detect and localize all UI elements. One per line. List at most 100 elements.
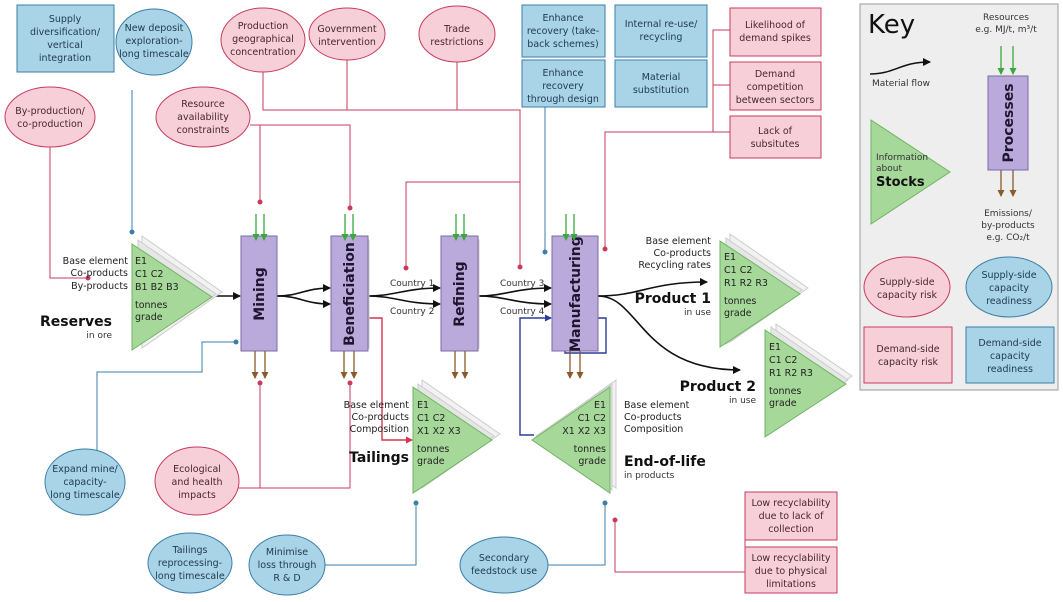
product2-row-2: R1 R2 R3 (769, 368, 813, 379)
text-line: Demand (755, 69, 795, 80)
key-demand-readiness-0: Demand-side (978, 338, 1041, 349)
text-line: competition (747, 82, 804, 93)
reserves-row-1: C1 C2 (135, 269, 163, 280)
text-line: By-production/ (15, 106, 85, 117)
product2-row-1: C1 C2 (769, 355, 797, 366)
product1-subtitle: in use (684, 308, 711, 318)
reserves-tail-1: grade (135, 312, 163, 323)
product2-row-0: E1 (769, 342, 781, 353)
text-line: constraints (177, 125, 230, 136)
tailings-label-2: Composition (350, 424, 409, 435)
text-line: Enhance (543, 13, 584, 24)
text-line: exploration- (125, 36, 182, 47)
tailings-tail-1: grade (417, 456, 445, 467)
text-line: recovery (take- (527, 26, 599, 37)
eol-tail-0: tonnes (574, 444, 606, 455)
text-line: Lack of (758, 126, 793, 137)
key-demand-risk-1: capacity risk (878, 357, 939, 368)
reserves-row-0: E1 (135, 256, 147, 267)
text-line: feedstock use (471, 566, 537, 577)
text-line: capacity- (63, 477, 106, 488)
recycling-flow-arrow (519, 314, 552, 436)
product1-tail-1: grade (724, 308, 752, 319)
key-processes-label: Processes (1001, 83, 1017, 162)
eol-label-0: Base element (624, 400, 690, 411)
beneficiation-label: Beneficiation (342, 242, 358, 346)
key-stocks-word: Stocks (876, 175, 925, 190)
eol-label-1: Co-products (624, 412, 682, 423)
key-process-box (987, 75, 1029, 171)
key-emissions-0: Emissions/ (984, 209, 1033, 219)
text-line: Enhance (543, 68, 584, 79)
key-emissions-2: e.g. CO₂/t (986, 233, 1030, 243)
key-stocks-info-1: about (876, 164, 902, 174)
oval-secondary-feedstock: Secondary feedstock use (459, 536, 549, 594)
oval-tailings-reprocessing: Tailings reprocessing- long timescale (147, 532, 233, 594)
text-line: Ecological (173, 464, 221, 475)
text-line: Likelihood of (745, 20, 806, 31)
text-line: Supply (49, 14, 82, 25)
oval-expand-mine: Expand mine/ capacity- long timescale (44, 448, 126, 516)
text-line: due to lack of (759, 511, 824, 522)
key-supply-risk-oval (863, 256, 951, 318)
text-line: Expand mine/ (52, 464, 118, 475)
product1-tail-0: tonnes (724, 296, 756, 307)
text-line: Production (238, 21, 289, 32)
product1-row-0: E1 (724, 252, 736, 263)
tailings-flow-arrow (368, 317, 413, 444)
text-line: demand spikes (739, 33, 811, 44)
box-low-recyc-collection: Low recyclability due to lack of collect… (744, 491, 838, 541)
key-supply-risk-1: capacity risk (877, 290, 938, 301)
reserves-label-1: Co-products (70, 268, 128, 279)
text-line: Resource (181, 99, 225, 110)
key-emissions-1: by-products (981, 221, 1035, 231)
key-supply-risk-0: Supply-side (879, 277, 934, 288)
product1-label-0: Base element (646, 236, 712, 247)
text-line: Internal re-use/ (625, 19, 698, 30)
tailings-row-1: C1 C2 (417, 413, 445, 424)
text-line: R & D (273, 573, 300, 584)
resource-arrows (252, 214, 578, 241)
product1-row-1: C1 C2 (724, 265, 752, 276)
text-line: intervention (318, 37, 376, 48)
text-line: co-production (17, 119, 83, 130)
eol-label-2: Composition (624, 424, 683, 435)
stock-product1: Base element Co-products Recycling rates… (635, 233, 809, 348)
stock-reserves: Base element Co-products By-products E1 … (40, 235, 223, 351)
product2-title: Product 2 (680, 379, 756, 395)
product1-label-1: Co-products (653, 248, 711, 259)
text-line: long timescale (119, 49, 189, 60)
text-line: between sectors (736, 95, 815, 106)
oval-government-intervention: Government intervention (308, 7, 386, 61)
text-line: long timescale (50, 490, 120, 501)
process-manufacturing: Manufacturing (551, 235, 599, 352)
tailings-row-2: X1 X2 X3 (417, 426, 461, 437)
text-line: diversification/ (30, 27, 101, 38)
key-stock-triangle (870, 119, 951, 225)
text-line: New deposit (125, 23, 184, 34)
tailings-title: Tailings (349, 450, 409, 466)
box-enhance-takeback: Enhance recovery (take- back schemes) (521, 4, 606, 58)
text-line: Tailings (172, 545, 208, 556)
key-panel: Key Resources e.g. MJ/t, m³/t Material f… (859, 3, 1059, 391)
key-material-flow-label: Material flow (872, 79, 930, 89)
reserves-title: Reserves (40, 314, 112, 330)
eol-title: End-of-life (624, 454, 706, 470)
text-line: Secondary (479, 553, 530, 564)
product2-tail-0: tonnes (769, 386, 801, 397)
country4-label: Country 4 (500, 307, 545, 317)
key-supply-readiness-1: capacity (989, 283, 1029, 294)
key-supply-readiness-0: Supply-side (981, 270, 1036, 281)
key-demand-readiness-box (965, 326, 1055, 384)
key-demand-risk-0: Demand-side (876, 344, 939, 355)
text-line: Trade (443, 24, 470, 35)
box-demand-competition: Demand competition between sectors (729, 61, 822, 111)
text-line: Government (317, 24, 377, 35)
process-beneficiation: Beneficiation (330, 235, 370, 352)
manufacturing-label: Manufacturing (568, 236, 584, 352)
connector-lines (49, 29, 746, 573)
product2-subtitle: in use (729, 396, 756, 406)
tailings-row-0: E1 (417, 400, 429, 411)
eol-tail-1: grade (578, 456, 606, 467)
oval-minimise-loss: Minimise loss through R & D (248, 534, 326, 596)
